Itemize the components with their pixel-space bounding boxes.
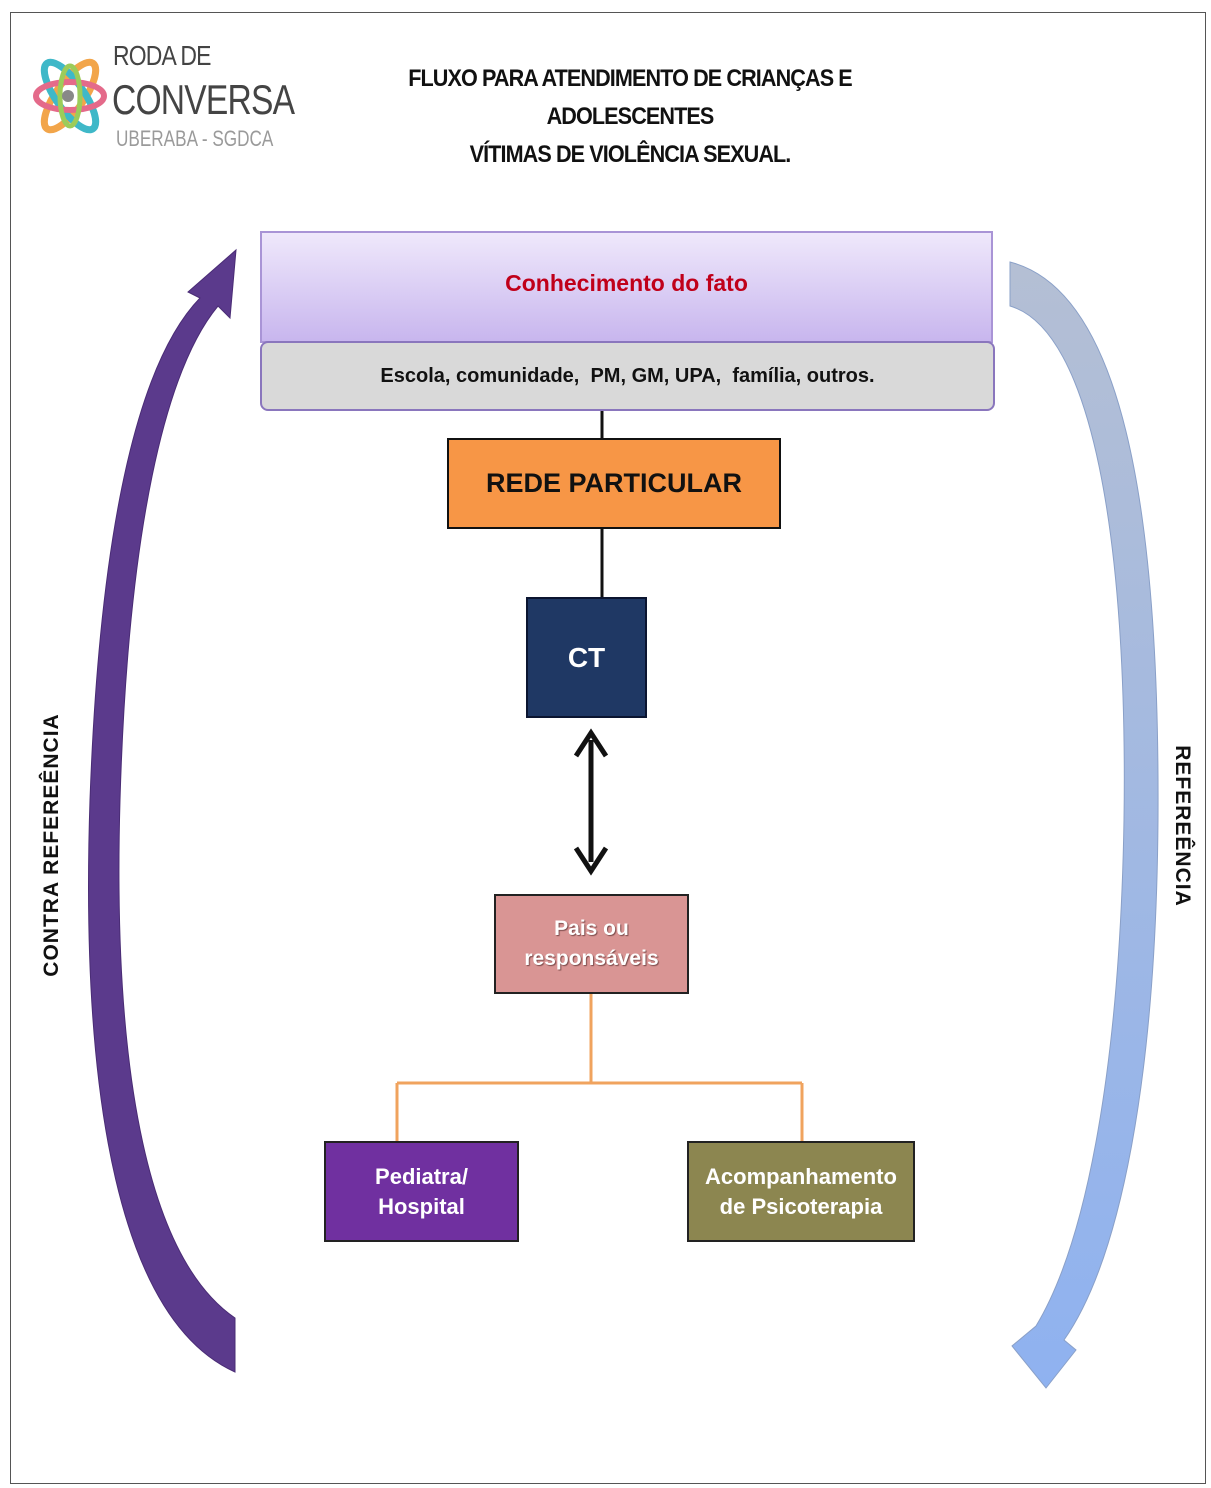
psico-label-line-1: Acompanhamento <box>705 1163 897 1189</box>
ct-box: CT <box>526 597 647 718</box>
page-frame <box>10 12 1206 1484</box>
psico-label-line-2: de Psicoterapia <box>719 1193 883 1219</box>
pediatra-label-line-1: Pediatra/ <box>375 1163 468 1189</box>
roda-de-conversa-logo-icon <box>33 58 107 134</box>
pediatra-label-line-2: Hospital <box>378 1193 465 1219</box>
conhecimento-do-fato-label: Conhecimento do fato <box>505 270 748 296</box>
contra-referencia-arrow <box>88 248 237 1373</box>
pais-ou-responsaveis-box: Pais ou responsáveis <box>494 894 689 994</box>
pais-label-line-2: responsáveis <box>524 947 659 970</box>
sources-box: Escola, comunidade, PM, GM, UPA, família… <box>260 341 995 411</box>
pais-label-line-1: Pais ou <box>554 917 629 940</box>
referencia-label: REFEREÊNCIA <box>1171 745 1194 907</box>
logo-line-1: RODA DE <box>113 40 211 71</box>
title-line-1: FLUXO PARA ATENDIMENTO DE CRIANÇAS E ADO… <box>408 65 853 130</box>
logo-line-2: CONVERSA <box>112 76 295 123</box>
conhecimento-do-fato-box <box>260 231 993 343</box>
referencia-arrow <box>1009 261 1159 1389</box>
ct-label: CT <box>567 641 606 673</box>
title-line-2: VÍTIMAS DE VIOLÊNCIA SEXUAL. <box>469 141 792 168</box>
psicoterapia-box: Acompanhamento de Psicoterapia <box>687 1141 915 1242</box>
rede-particular-box: REDE PARTICULAR <box>447 438 781 529</box>
rede-particular-label: REDE PARTICULAR <box>486 468 742 498</box>
page-title: FLUXO PARA ATENDIMENTO DE CRIANÇAS E ADO… <box>300 60 960 174</box>
sources-label: Escola, comunidade, PM, GM, UPA, família… <box>380 364 875 387</box>
contra-referencia-label: CONTRA REFEREÊNCIA <box>40 713 63 977</box>
pediatra-hospital-box: Pediatra/ Hospital <box>324 1141 519 1242</box>
logo-line-3: UBERABA - SGDCA <box>116 126 274 151</box>
